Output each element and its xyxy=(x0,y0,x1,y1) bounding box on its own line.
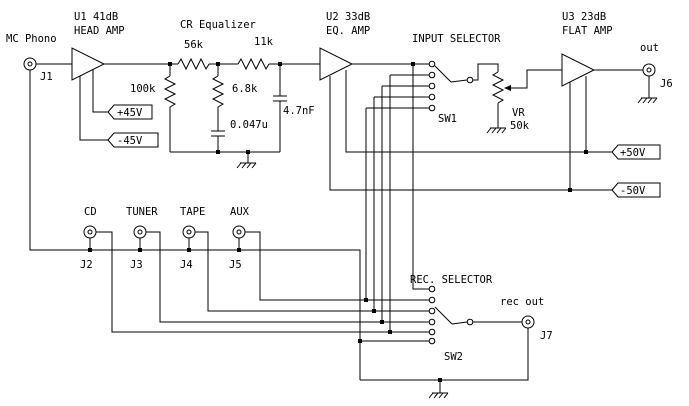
wire-tuner-route xyxy=(146,231,429,323)
jack-j1 xyxy=(23,57,37,71)
label-vr: VR xyxy=(512,107,525,119)
label-plus-50v: +50V xyxy=(620,147,646,159)
label-j4: J4 xyxy=(180,259,193,271)
label-mc-phono: MC Phono xyxy=(6,33,57,45)
tag-plus-45v xyxy=(107,104,153,120)
u2-eq-amp xyxy=(319,47,354,81)
label-r56k: 56k xyxy=(184,39,204,51)
ground-main xyxy=(428,392,449,399)
label-rec-out: rec out xyxy=(500,296,544,308)
resistor-6k8 xyxy=(211,75,225,108)
label-sw2: SW2 xyxy=(444,351,463,363)
label-u3-sub: FLAT AMP xyxy=(562,25,613,37)
label-tape: TAPE xyxy=(180,206,205,218)
jack-j3 xyxy=(133,225,147,239)
label-out: out xyxy=(640,42,659,54)
label-j3: J3 xyxy=(130,259,143,271)
ground-j6 xyxy=(637,97,658,104)
sw2-contacts xyxy=(428,285,474,336)
wire-riser-u2 xyxy=(412,64,429,290)
wire-u2-n50 xyxy=(329,76,612,191)
jack-j2 xyxy=(83,225,97,239)
capacitor-4-7nf xyxy=(273,95,287,102)
label-u2-title: U2 33dB xyxy=(326,11,370,23)
wire-j7-gnd xyxy=(360,328,529,381)
u1-head-amp xyxy=(71,47,106,81)
label-vr-val: 50k xyxy=(510,120,530,132)
sw2-ground-contact xyxy=(428,337,436,345)
label-minus-50v: -50V xyxy=(620,185,646,197)
label-j2: J2 xyxy=(80,259,93,271)
label-c47n: 4.7nF xyxy=(283,105,315,117)
ground-vr xyxy=(486,127,507,134)
wire-u2-p50 xyxy=(345,70,592,153)
vr-50k xyxy=(491,71,505,104)
wire-u1-p45 xyxy=(92,70,108,113)
capacitor-0-047u xyxy=(211,130,225,137)
label-j7: J7 xyxy=(540,330,553,342)
wire-tape-route xyxy=(195,231,429,312)
label-input-selector: INPUT SELECTOR xyxy=(412,33,501,45)
label-j1: J1 xyxy=(40,71,53,83)
label-j5: J5 xyxy=(229,259,242,271)
label-u1-title: U1 41dB xyxy=(74,11,118,23)
vr-wiper-arrow xyxy=(504,85,511,91)
wire-u1-n45 xyxy=(79,76,108,141)
wire-aux-route xyxy=(245,231,429,301)
label-aux: AUX xyxy=(230,206,250,218)
tag-minus-50v xyxy=(611,182,661,198)
label-r100k: 100k xyxy=(130,83,156,95)
resistor-56k xyxy=(177,57,210,71)
u3-flat-amp xyxy=(561,53,596,87)
jack-j6 xyxy=(642,63,656,77)
wire-cd-route xyxy=(96,231,429,333)
tag-minus-45v xyxy=(107,132,159,148)
label-u3-title: U3 23dB xyxy=(562,11,606,23)
resistor-100k xyxy=(163,75,177,108)
label-c047: 0.047u xyxy=(230,119,268,131)
label-r11k: 11k xyxy=(254,36,274,48)
label-cd: CD xyxy=(84,206,97,218)
label-minus-45v: -45V xyxy=(117,135,143,147)
ground-eq xyxy=(236,152,257,169)
jack-j4 xyxy=(182,225,196,239)
wire-sw1-to-vr xyxy=(473,63,499,81)
tag-plus-50v xyxy=(611,144,661,160)
resistor-11k xyxy=(237,57,270,71)
wire-vr-wiper xyxy=(511,69,562,89)
junction-dots xyxy=(88,62,588,382)
label-sw1: SW1 xyxy=(438,113,457,125)
label-u1-sub: HEAD AMP xyxy=(74,25,125,37)
sw1-contacts xyxy=(428,60,474,112)
label-tuner: TUNER xyxy=(126,206,158,218)
label-j6: J6 xyxy=(660,78,673,90)
wire-j1-down xyxy=(29,70,361,380)
label-u2-sub: EQ. AMP xyxy=(326,25,370,37)
jack-j5 xyxy=(232,225,246,239)
label-r6k8: 6.8k xyxy=(232,83,258,95)
label-plus-45v: +45V xyxy=(117,107,143,119)
label-cr-equalizer: CR Equalizer xyxy=(180,19,256,31)
label-rec-selector: REC. SELECTOR xyxy=(410,274,493,286)
jack-j7 xyxy=(521,315,535,329)
